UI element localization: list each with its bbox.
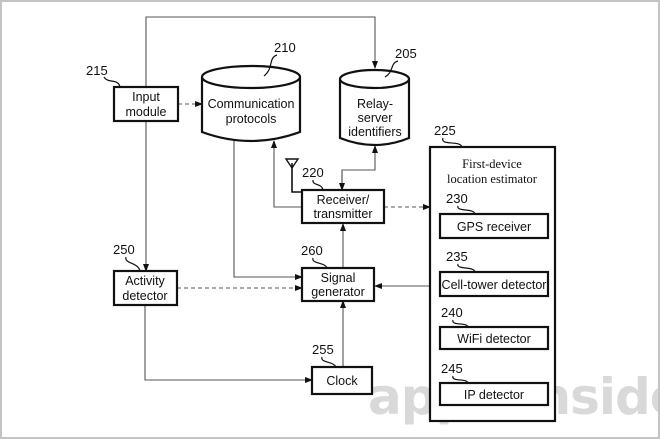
edge-receiver-to-comm xyxy=(271,140,302,208)
signal-label-2: generator xyxy=(311,285,365,299)
comm-label-1: Communication xyxy=(208,97,295,111)
ref-205: 205 xyxy=(395,46,417,61)
ref-245: 245 xyxy=(441,361,463,376)
leader-230 xyxy=(457,205,476,215)
relay-label-2: server xyxy=(358,111,393,125)
leader-205 xyxy=(384,60,399,78)
clock-label: Clock xyxy=(326,374,358,388)
ref-230: 230 xyxy=(446,191,468,206)
leader-250 xyxy=(125,256,141,272)
ip-label: IP detector xyxy=(464,388,524,402)
wifi-label: WiFi detector xyxy=(457,332,531,346)
leader-255 xyxy=(321,356,337,368)
leader-245 xyxy=(452,375,469,384)
ref-260: 260 xyxy=(301,243,323,258)
edge-activity-to-clock xyxy=(144,305,313,383)
edges xyxy=(143,16,431,383)
leader-260 xyxy=(312,257,328,269)
ref-240: 240 xyxy=(441,305,463,320)
ref-250: 250 xyxy=(113,242,135,257)
clock: Clock 255 xyxy=(310,342,374,396)
input-module-label-2: module xyxy=(126,105,167,119)
gps-receiver: GPS receiver 230 xyxy=(438,191,550,240)
estimator-title-1: First-device xyxy=(462,157,522,171)
leader-210 xyxy=(263,54,278,77)
cell-tower-detector: Cell-tower detector 235 xyxy=(438,249,550,298)
antenna-icon xyxy=(284,158,300,170)
ip-detector: IP detector 245 xyxy=(438,361,550,407)
location-estimator: First-device location estimator 225 GPS … xyxy=(428,123,557,423)
edge-comm-to-signal xyxy=(233,140,303,280)
ref-210: 210 xyxy=(274,40,296,55)
wifi-detector: WiFi detector 240 xyxy=(438,305,550,351)
edge-receiver-to-relay xyxy=(341,145,378,190)
signal-generator: Signal generator 260 xyxy=(300,243,376,303)
relay-label-3: identifiers xyxy=(348,125,402,139)
ref-225: 225 xyxy=(434,123,456,138)
leader-240 xyxy=(452,319,469,328)
signal-label-1: Signal xyxy=(321,271,356,285)
receiver-transmitter: Receiver/ transmitter 220 xyxy=(300,165,386,225)
leader-235 xyxy=(457,263,476,273)
leader-220 xyxy=(312,179,324,191)
activity-detector: Activity detector 250 xyxy=(112,242,179,307)
input-module: Input module 215 xyxy=(86,63,180,123)
communication-protocols-db: Communication protocols 210 xyxy=(200,40,302,143)
receiver-label-2: transmitter xyxy=(313,207,372,221)
comm-label-2: protocols xyxy=(226,112,277,126)
receiver-label-1: Receiver/ xyxy=(317,193,370,207)
antenna-stem xyxy=(291,163,302,193)
ref-255: 255 xyxy=(312,342,334,357)
ref-220: 220 xyxy=(302,165,324,180)
input-module-label-1: Input xyxy=(132,90,160,104)
estimator-title-2: location estimator xyxy=(447,172,538,186)
relay-server-identifiers-db: Relay- server identifiers 205 xyxy=(338,46,417,147)
gps-label: GPS receiver xyxy=(457,220,531,234)
edge-input-to-relay xyxy=(145,16,378,87)
relay-label-1: Relay- xyxy=(357,97,393,111)
ref-235: 235 xyxy=(446,249,468,264)
ref-215: 215 xyxy=(86,63,108,78)
leader-215 xyxy=(103,76,121,88)
cell-tower-label: Cell-tower detector xyxy=(442,278,547,292)
leader-225 xyxy=(442,137,463,148)
activity-label-1: Activity xyxy=(125,274,165,288)
activity-label-2: detector xyxy=(122,289,167,303)
